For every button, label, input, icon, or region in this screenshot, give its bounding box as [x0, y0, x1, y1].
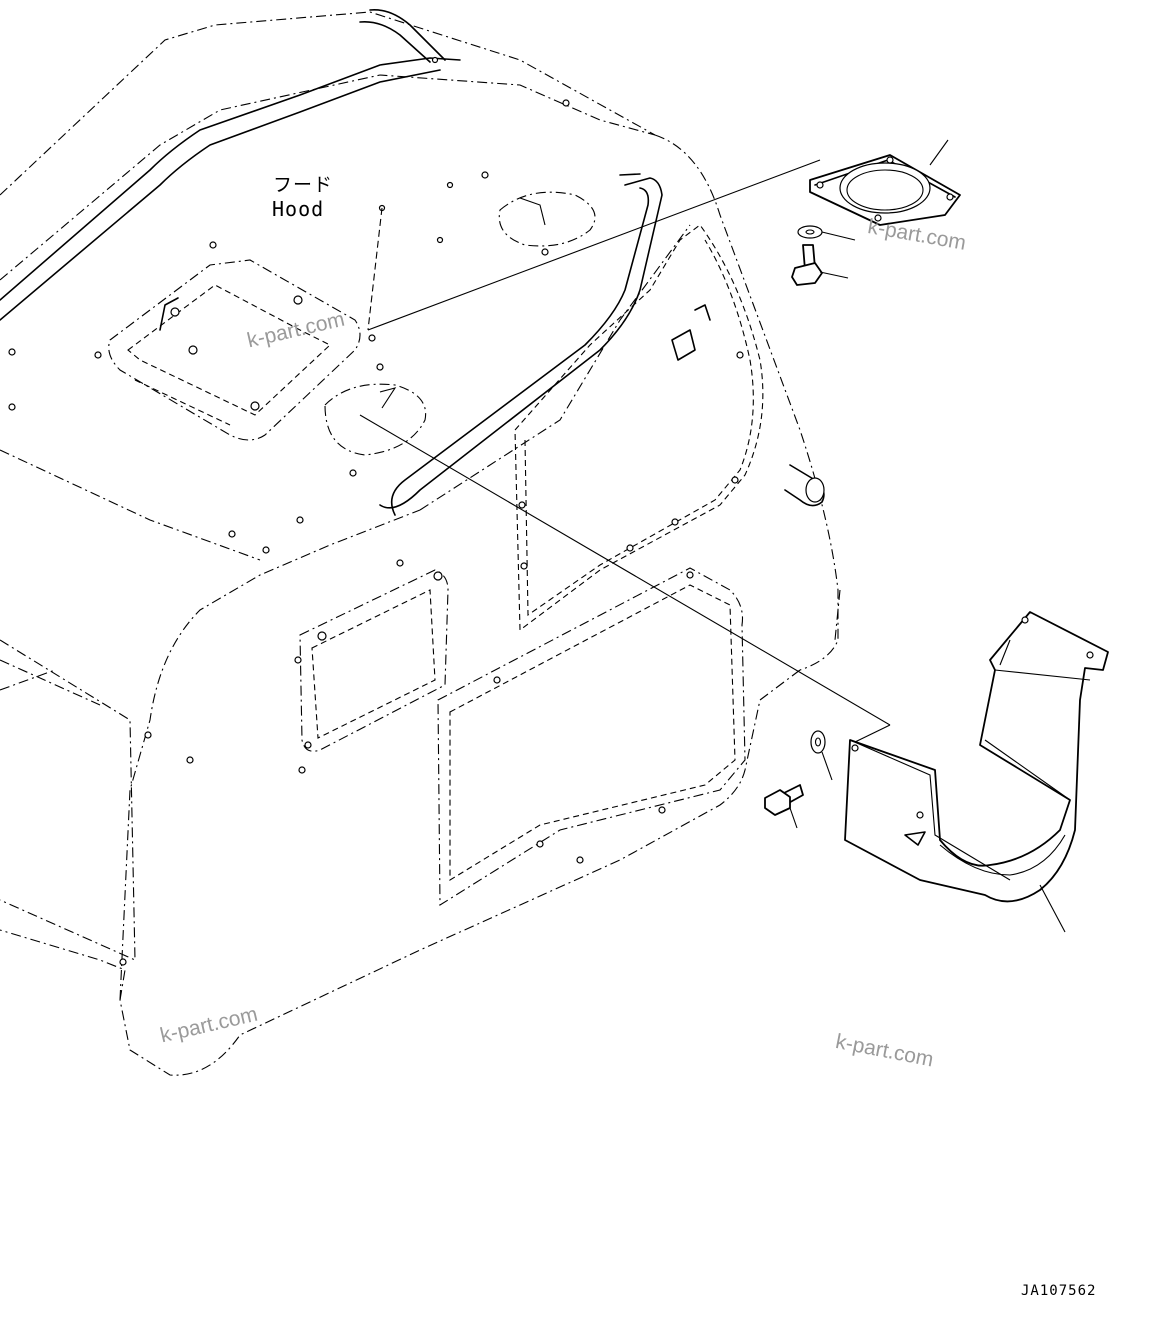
guard-bracket: [764, 611, 1109, 933]
handrail: [0, 8, 663, 516]
large-access-panel: [437, 567, 746, 906]
side-door-frame: [514, 224, 764, 632]
gasket-plate: [791, 139, 961, 286]
part-label-english: Hood: [272, 197, 325, 221]
surface-holes: [8, 56, 570, 966]
top-access-panel: [108, 259, 361, 441]
top-openings: [324, 191, 596, 456]
drawing-id: JA107562: [1021, 1283, 1097, 1299]
hood-outline: [0, 11, 841, 1076]
part-label-japanese: フード: [273, 174, 334, 196]
side-bump: [784, 464, 825, 507]
side-window-small: [294, 569, 449, 752]
reference-lines: [359, 159, 891, 743]
